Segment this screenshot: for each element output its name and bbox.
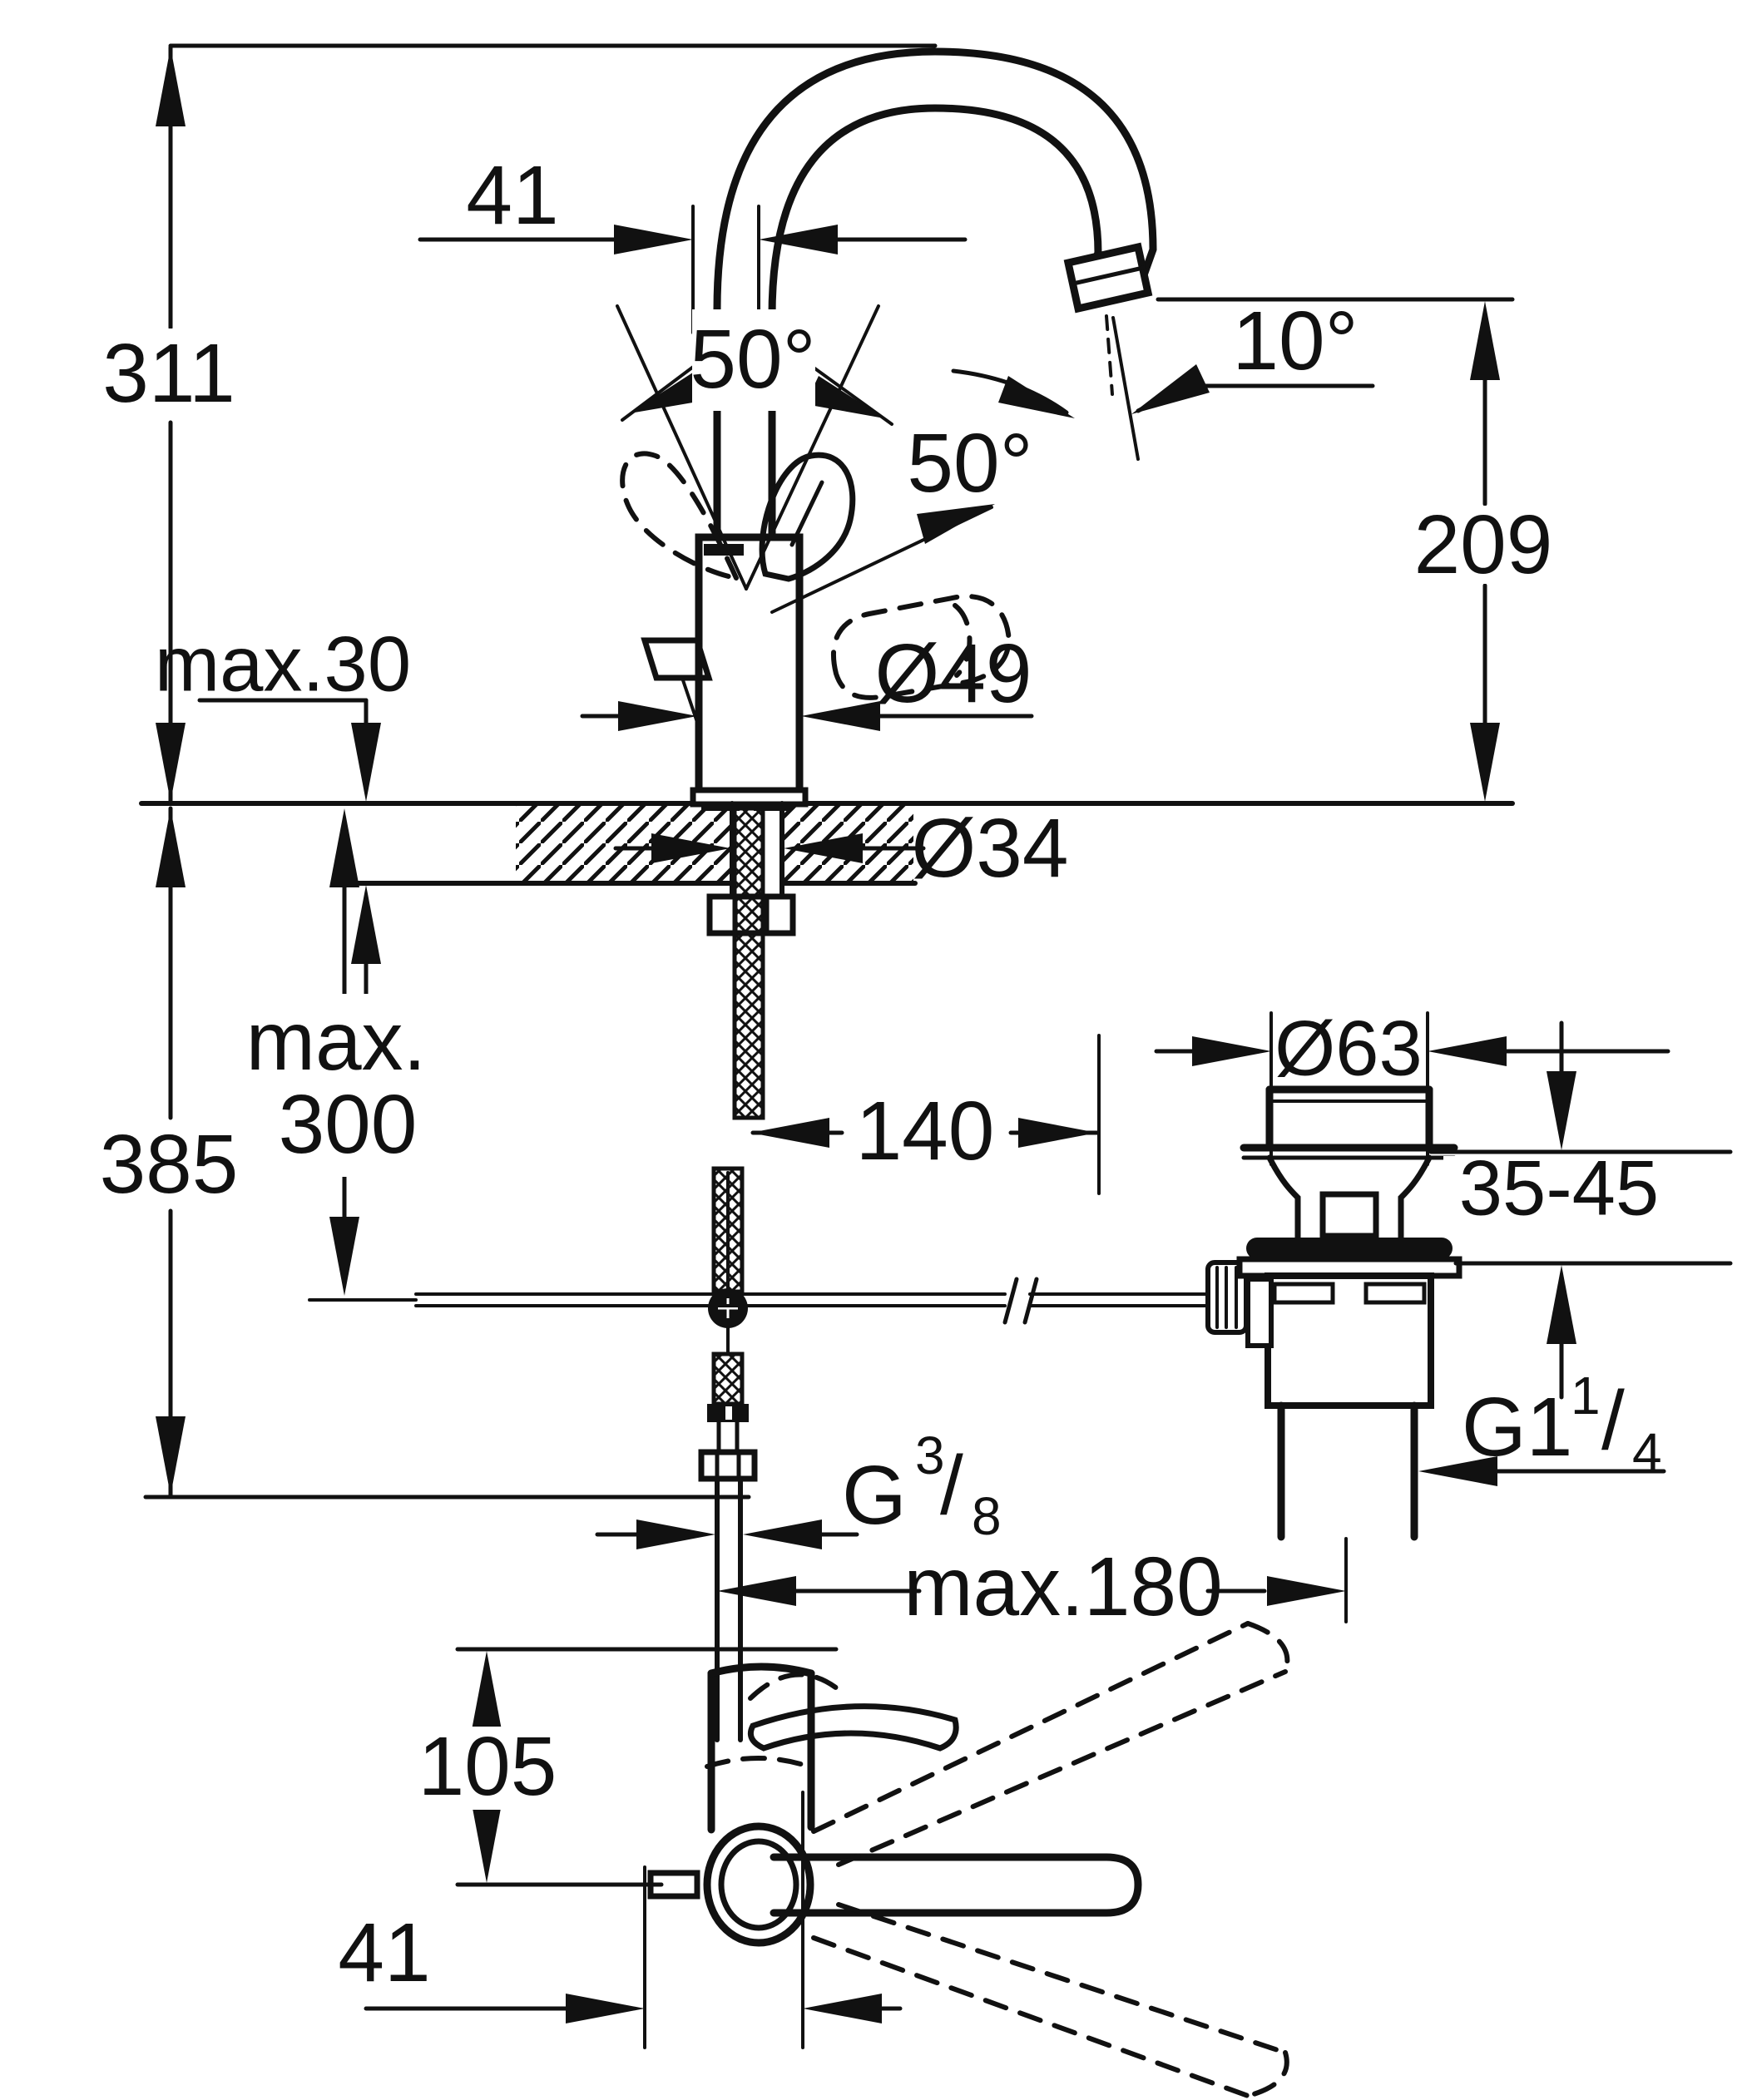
lever-handle: [620, 451, 1012, 700]
dim-209: [1470, 301, 1500, 802]
lever-ghost-left: [620, 451, 741, 581]
label-max180: max.180: [903, 1540, 1223, 1633]
lever-knob: [759, 452, 856, 582]
plan-lever-ghost-up: [748, 1672, 849, 1701]
label-backgrounds: [98, 309, 1680, 1810]
angle-construction: [616, 304, 1075, 614]
plan-lever-cap: [747, 1703, 959, 1752]
plan-rod-pin: [647, 1870, 700, 1900]
label-41-plan: 41: [338, 1906, 430, 1999]
dim-35-45: [1428, 1020, 1733, 1400]
plan-handle-ghost-upper: [811, 1621, 1290, 1867]
labels: 311 41 50° 50° 10° 209 max.30 Ø49 Ø34 ma…: [100, 149, 1662, 1999]
label-10deg: 10°: [1232, 294, 1358, 388]
label-dia49: Ø49: [874, 627, 1032, 720]
dim-385: [156, 806, 186, 1498]
waste-neck-left: [1266, 1154, 1301, 1241]
plan-spout-tip: [707, 1663, 815, 1678]
lever-ghost-right-cap: [953, 603, 973, 678]
plan-handle-bar: [770, 1853, 1142, 1917]
label-dia63: Ø63: [1274, 1005, 1423, 1092]
rod-clamp-bracket: [1245, 1277, 1274, 1348]
angle-arrow-side: [917, 504, 995, 544]
dim-140: [750, 1034, 1101, 1195]
dim-max30: [197, 698, 381, 1013]
dim-dia49: [580, 701, 1034, 731]
seal-right: [754, 803, 792, 811]
hose-nut: [698, 1449, 758, 1482]
angle-arrow-right: [805, 376, 884, 418]
lever-ghost-right: [830, 594, 1012, 700]
dim-311: [156, 45, 186, 804]
waste-tab: [1319, 1191, 1379, 1239]
label-g38: G 3 / 8: [842, 1426, 1002, 1546]
label-35-45: 35-45: [1459, 1144, 1659, 1232]
dim-10deg: [1131, 364, 1375, 414]
seal-left: [701, 803, 740, 811]
label-g38-num: 3: [915, 1426, 945, 1485]
angle-line-right: [745, 304, 880, 590]
hose-segment-1: [732, 806, 765, 1120]
label-g38-prefix: G: [842, 1449, 907, 1542]
dim-max180: [717, 1537, 1348, 1623]
spout: [713, 47, 1157, 545]
body-mark: [704, 544, 744, 556]
plan-view: [647, 1621, 1290, 2098]
pin-link-line: [681, 676, 702, 734]
below-deck-assembly: [308, 801, 1276, 1742]
hose-segment-3: [711, 1351, 745, 1406]
label-g114-prefix: G1: [1462, 1381, 1572, 1474]
label-max30: max.30: [155, 620, 411, 708]
label-dia34: Ø34: [911, 802, 1068, 895]
label-g114: G1 1 / 4: [1462, 1366, 1662, 1482]
label-50-front: 50°: [690, 313, 815, 406]
base-ring: [690, 787, 809, 808]
label-140: 140: [856, 1085, 995, 1178]
plan-body-inner: [718, 1838, 799, 1931]
label-g38-slash: /: [940, 1439, 963, 1532]
stream-axis-dashed: [1105, 314, 1114, 396]
waste-notch-right: [1363, 1282, 1427, 1305]
dim-dia34: [613, 833, 926, 863]
angle-line-left: [616, 304, 748, 590]
label-g114-slash: /: [1601, 1374, 1625, 1467]
label-311: 311: [102, 327, 235, 420]
label-g38-den: 8: [972, 1486, 1002, 1546]
rod-break-2: [1022, 1277, 1039, 1325]
dim-g114: [1418, 1456, 1666, 1486]
waste-neck-right: [1398, 1154, 1433, 1241]
pop-up-waste: [1236, 1085, 1462, 1541]
rod-break-1: [1002, 1277, 1019, 1325]
plan-handle-ghost-lower: [811, 1902, 1289, 2098]
lever-slot: [789, 480, 824, 547]
angle-arrow-left: [630, 368, 712, 413]
waste-oring: [1246, 1238, 1453, 1259]
popup-rod-lever-pin: [641, 637, 713, 681]
dim-41-plan: [364, 1791, 903, 2049]
stream-line: [1111, 316, 1140, 461]
side-view: [139, 47, 1515, 1742]
spout-outer-edge: [713, 47, 1157, 545]
label-g114-num: 1: [1571, 1366, 1601, 1426]
label-g114-den: 4: [1632, 1422, 1662, 1482]
ferrule-slot: [725, 1406, 732, 1420]
waste-notch-left: [1272, 1282, 1335, 1305]
label-41-top: 41: [466, 149, 558, 242]
label-105: 105: [418, 1720, 557, 1813]
swivel-arc-arrow: [998, 376, 1075, 418]
plan-lever-dash-arc: [705, 1756, 811, 1769]
label-50-side: 50°: [907, 417, 1032, 510]
label-385: 385: [100, 1118, 239, 1211]
label-209: 209: [1414, 498, 1553, 591]
dim-g38: [595, 1519, 859, 1549]
label-max-word: max.: [246, 995, 427, 1088]
dim-dia63: [1154, 1011, 1670, 1166]
aerator-band-line: [1071, 265, 1146, 286]
label-300: 300: [279, 1078, 418, 1171]
spout-inner-edge: [768, 104, 1102, 545]
